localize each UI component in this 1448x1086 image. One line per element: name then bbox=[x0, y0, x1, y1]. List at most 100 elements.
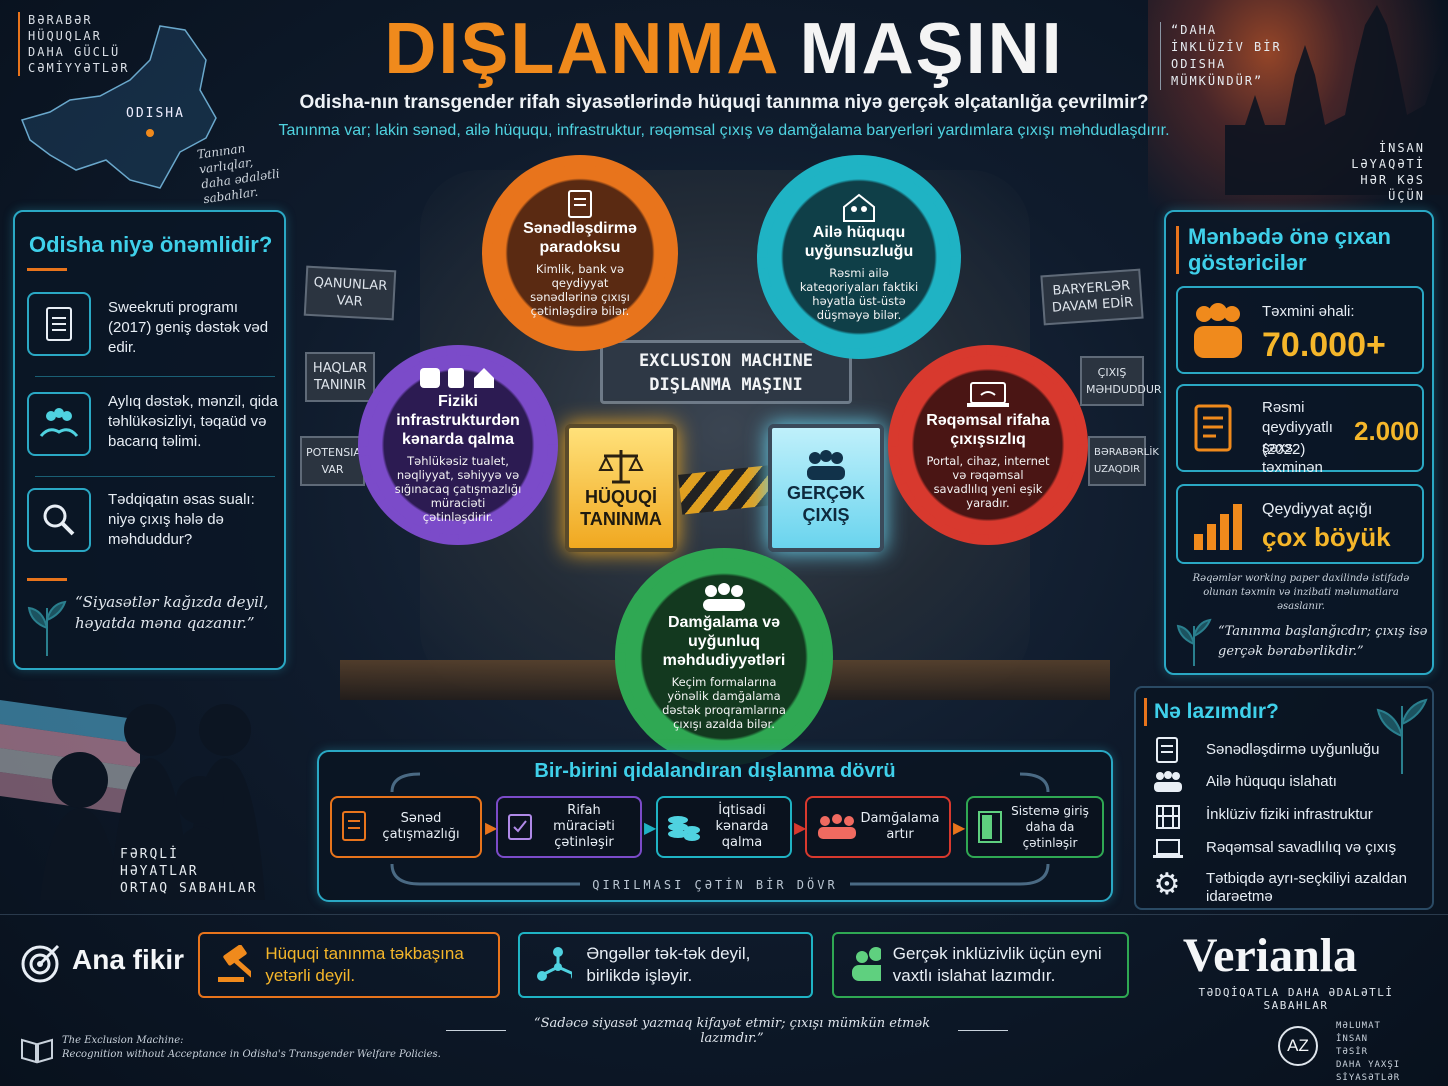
motto-line: BƏRABƏR bbox=[28, 13, 93, 27]
caption-line: HƏR KƏS ÜÇÜN bbox=[1360, 173, 1425, 203]
left-panel: Odisha niyə önəmlidir? Sweekruti program… bbox=[13, 210, 286, 670]
left-item-text: Sweekruti programı (2017) geniş dəstək v… bbox=[108, 299, 269, 356]
odisha-map-icon bbox=[20, 25, 217, 189]
cycle-step: İqtisadi kənarda qalma bbox=[656, 796, 792, 858]
quote-line: MÜMKÜNDÜR” bbox=[1171, 74, 1264, 88]
sign-left: POTENSIAL VAR bbox=[300, 436, 367, 486]
subtitle: Odisha-nın transgender rifah siyasətləri… bbox=[299, 92, 1149, 113]
stat-value: 2.000 bbox=[1354, 416, 1420, 446]
section-divider bbox=[0, 914, 1448, 915]
takeaway-card: Gerçək inklüzivlik üçün eyni vaxtlı isla… bbox=[832, 932, 1129, 998]
language-badge[interactable]: AZ bbox=[1278, 1026, 1318, 1066]
cycle-heading: Bir-birini qidalandıran dışlanma dövrü bbox=[534, 760, 896, 782]
takeaway-label: Ana fikir bbox=[72, 944, 185, 975]
cycle-step: Damğalama artır bbox=[805, 796, 951, 858]
gear-stigma: Damğalama və uyğunluq məhdudiyyətləri Ke… bbox=[615, 548, 833, 766]
plate-az: DIŞLANMA MAŞINI bbox=[649, 375, 803, 395]
footer-line: MƏLUMAT bbox=[1336, 1021, 1381, 1031]
quote-line: İNKLÜZİV BİR bbox=[1171, 40, 1282, 54]
sign-left: HAQLAR TANINIR bbox=[305, 352, 375, 402]
cycle-step: Sistemə giriş daha da çətinləşir bbox=[966, 796, 1104, 858]
quote-rule bbox=[958, 1030, 1008, 1031]
gear-title: Damğalama və uyğunluq məhdudiyyətləri bbox=[662, 614, 786, 669]
people-icon bbox=[1194, 303, 1242, 358]
brand-tagline: TƏDQİQATLA DAHA ƏDALƏTLİ SABAHLAR bbox=[1198, 986, 1394, 1012]
gear-infrastructure: Fiziki infrastrukturdən kənarda qalma Tə… bbox=[358, 345, 558, 545]
quote-rule bbox=[446, 1030, 506, 1031]
divider bbox=[35, 476, 275, 477]
arrow-right-icon: ▶ bbox=[485, 818, 498, 837]
cycle-step: Sənəd çatışmazlığı bbox=[330, 796, 482, 858]
laptop-icon bbox=[1153, 839, 1183, 858]
arrow-right-icon: ▶ bbox=[644, 818, 657, 837]
caption-line: FƏRQLİ bbox=[120, 847, 179, 862]
source-subtitle: Recognition without Acceptance in Odisha… bbox=[62, 1049, 441, 1060]
document-icon bbox=[27, 292, 91, 356]
left-item-text: Aylıq dəstək, mənzil, qida təhlükəsizliy… bbox=[108, 393, 278, 450]
group-icon bbox=[852, 947, 881, 981]
page-title: DIŞLANMA MAŞINI bbox=[0, 8, 1448, 90]
source-title: The Exclusion Machine: bbox=[62, 1035, 184, 1046]
document-icon bbox=[1156, 737, 1178, 763]
hands-people-icon bbox=[27, 392, 91, 456]
stat-label: Qeydiyyat açığı bbox=[1262, 501, 1373, 518]
people-icon bbox=[807, 450, 845, 480]
gear-icon: ⚙ bbox=[1153, 867, 1181, 902]
legal-recognition-box: HÜQUQİ TANINMA bbox=[565, 424, 677, 552]
plate-en: EXCLUSION MACHINE bbox=[639, 351, 813, 371]
brand-logo: Verianla bbox=[1182, 929, 1358, 982]
footer-line: İNSAN bbox=[1336, 1034, 1369, 1044]
document-icon bbox=[342, 811, 366, 841]
sign-right: BARYERLƏR DAVAM EDİR bbox=[1040, 268, 1144, 326]
takeaway-text: Hüquqi tanınma təkbaşına yetərli deyil. bbox=[265, 944, 464, 985]
gear-text: Kimlik, bank və qeydiyyat sənədlərinə çı… bbox=[530, 261, 630, 318]
magnifier-icon bbox=[27, 488, 91, 552]
takeaway-card: Hüquqi tanınma təkbaşına yetərli deyil. bbox=[198, 932, 500, 998]
bus-toilet-house-icon bbox=[420, 368, 494, 388]
top-left-motto: BƏRABƏR HÜQUQLAR DAHA GÜCLÜ CƏMİYYƏTLƏR bbox=[18, 12, 129, 76]
stat-label: Təxmini əhali: bbox=[1262, 303, 1355, 320]
bottom-left-caption: FƏRQLİ HƏYATLAR ORTAQ SABAHLAR bbox=[120, 846, 258, 897]
temple-silhouette-icon bbox=[1225, 5, 1448, 195]
gear-text: Təhlükəsiz tualet, nəqliyyat, səhiyyə və… bbox=[394, 454, 522, 524]
group-icon bbox=[703, 583, 745, 611]
gear-text: Keçim formalarına yönəlik damğalama dəst… bbox=[662, 675, 786, 731]
leaf-icon bbox=[1176, 618, 1212, 666]
laptop-wifi-icon bbox=[967, 381, 1009, 407]
real-access-box: GERÇƏK ÇIXIŞ bbox=[768, 424, 884, 552]
left-quote: “Siyasətlər kağızda deyil, həyatda məna … bbox=[75, 593, 269, 632]
cycle-arrows bbox=[390, 772, 1050, 886]
quote-line: “DAHA bbox=[1171, 23, 1218, 37]
need-item: İnklüziv fiziki infrastruktur bbox=[1206, 806, 1373, 823]
stat-card-gap: Qeydiyyat açığı çox böyük bbox=[1176, 484, 1424, 564]
gear-title: Sənədləşdirmə paradoksu bbox=[523, 219, 637, 256]
network-icon bbox=[537, 947, 573, 981]
leaf-icon bbox=[27, 600, 67, 656]
title-part2: MAŞINI bbox=[799, 9, 1064, 89]
need-item: Ailə hüququ islahatı bbox=[1206, 773, 1337, 790]
right-panel: Mənbədə önə çıxan göstəricilər Təxmini ə… bbox=[1164, 210, 1434, 675]
open-book-icon bbox=[21, 1038, 53, 1064]
group-icon bbox=[818, 814, 856, 839]
heading-accent bbox=[1144, 698, 1147, 726]
gear-title: Ailə hüququ uyğunsuzluğu bbox=[804, 223, 914, 260]
footer-quote: “Sadəcə siyasət yazmaq kifayət etmir; çı… bbox=[533, 1016, 931, 1046]
gear-family-law: Ailə hüququ uyğunsuzluğu Rəsmi ailə kate… bbox=[757, 155, 961, 359]
motto-line: CƏMİYYƏTLƏR bbox=[28, 61, 130, 75]
quote-line: ODISHA bbox=[1171, 57, 1227, 71]
gear-title: Fiziki infrastrukturdən kənarda qalma bbox=[396, 393, 520, 448]
cycle-footer: QIRILMASI ÇƏTİN BİR DÖVR bbox=[592, 878, 838, 892]
heading-accent bbox=[1176, 226, 1179, 274]
arrow-right-icon: ▶ bbox=[953, 818, 966, 837]
footer-line: DAHA YAXŞI SİYASƏTLƏR bbox=[1336, 1060, 1401, 1083]
tagline: Tanınma var; lakin sənəd, ailə hüququ, i… bbox=[278, 122, 1170, 139]
caption-line: ORTAQ SABAHLAR bbox=[120, 881, 258, 896]
target-icon bbox=[21, 944, 60, 983]
stats-note: Rəqəmlər working paper daxilində istifad… bbox=[1192, 573, 1410, 612]
right-panel-heading: Mənbədə önə çıxan göstəricilər bbox=[1188, 224, 1391, 275]
door-icon bbox=[978, 811, 1002, 843]
divider bbox=[35, 376, 275, 377]
bar-chart-icon bbox=[1194, 504, 1242, 550]
right-quote: “Tanınma başlanğıcdır; çıxış isə gerçək … bbox=[1218, 624, 1428, 659]
scales-icon bbox=[598, 450, 644, 484]
